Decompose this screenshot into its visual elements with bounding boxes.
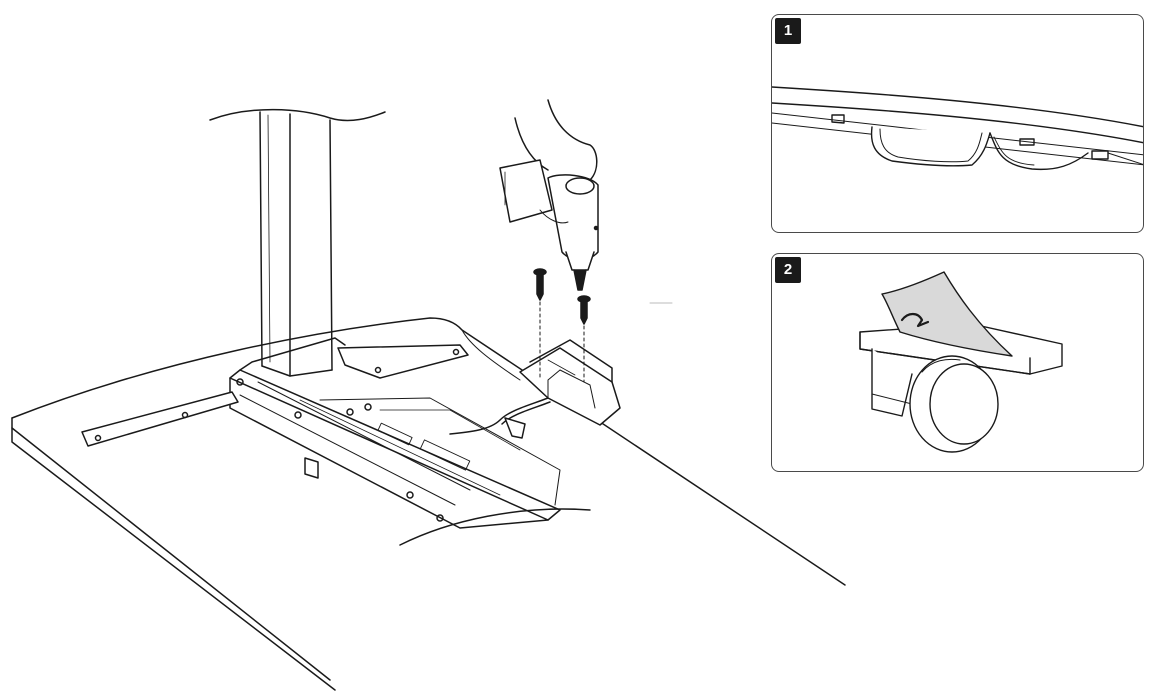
control-cable [449,397,551,439]
desk-underside-detail [772,86,1143,171]
screw-left [533,268,547,381]
adhesive-clip-detail [859,271,1063,453]
step-2-panel: 2 [771,253,1144,472]
desk-top [11,317,846,691]
drill-and-hand [499,99,673,304]
control-box [519,339,621,426]
screw-right [577,295,591,383]
step-1-panel: 1 [771,14,1144,233]
desk-leg-column [209,108,386,377]
step-number-badge: 2 [775,257,801,283]
main-assembly-illustration [11,99,846,691]
right-foot-bracket [337,344,469,379]
left-foot-bracket [81,391,239,447]
step-number-badge: 1 [775,18,801,44]
